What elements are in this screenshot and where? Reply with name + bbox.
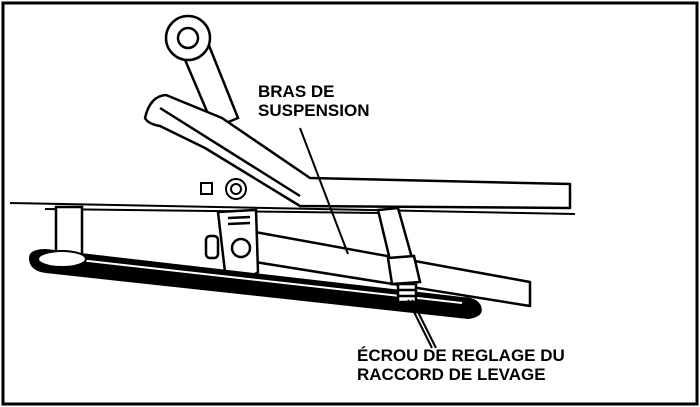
adjustment-nut-label-line-1: ÉCROU DE REGLAGE DU — [357, 346, 565, 365]
suspension-arm-label-line-2: SUSPENSION — [258, 101, 370, 120]
drive-belt — [28, 248, 482, 320]
leader-lines — [299, 127, 437, 349]
suspension-arm-leader — [299, 127, 349, 255]
frame-rail — [9, 202, 576, 215]
support-posts — [54, 205, 414, 262]
adjustment-nut-leader — [407, 299, 433, 349]
suspension-arm-label-line-1: BRAS DE — [258, 82, 335, 101]
adjustment-nut-label: ÉCROU DE REGLAGE DU RACCORD DE LEVAGE — [357, 346, 565, 384]
pivot-bolt — [200, 178, 247, 200]
adjustment-nut — [386, 254, 422, 304]
mounting-bracket — [204, 208, 260, 280]
suspension-arm — [143, 93, 572, 210]
suspension-arm-label: BRAS DE SUSPENSION — [258, 82, 369, 120]
adjustment-nut-label-line-2: RACCORD DE LEVAGE — [357, 365, 546, 384]
lever-handle — [164, 14, 240, 130]
